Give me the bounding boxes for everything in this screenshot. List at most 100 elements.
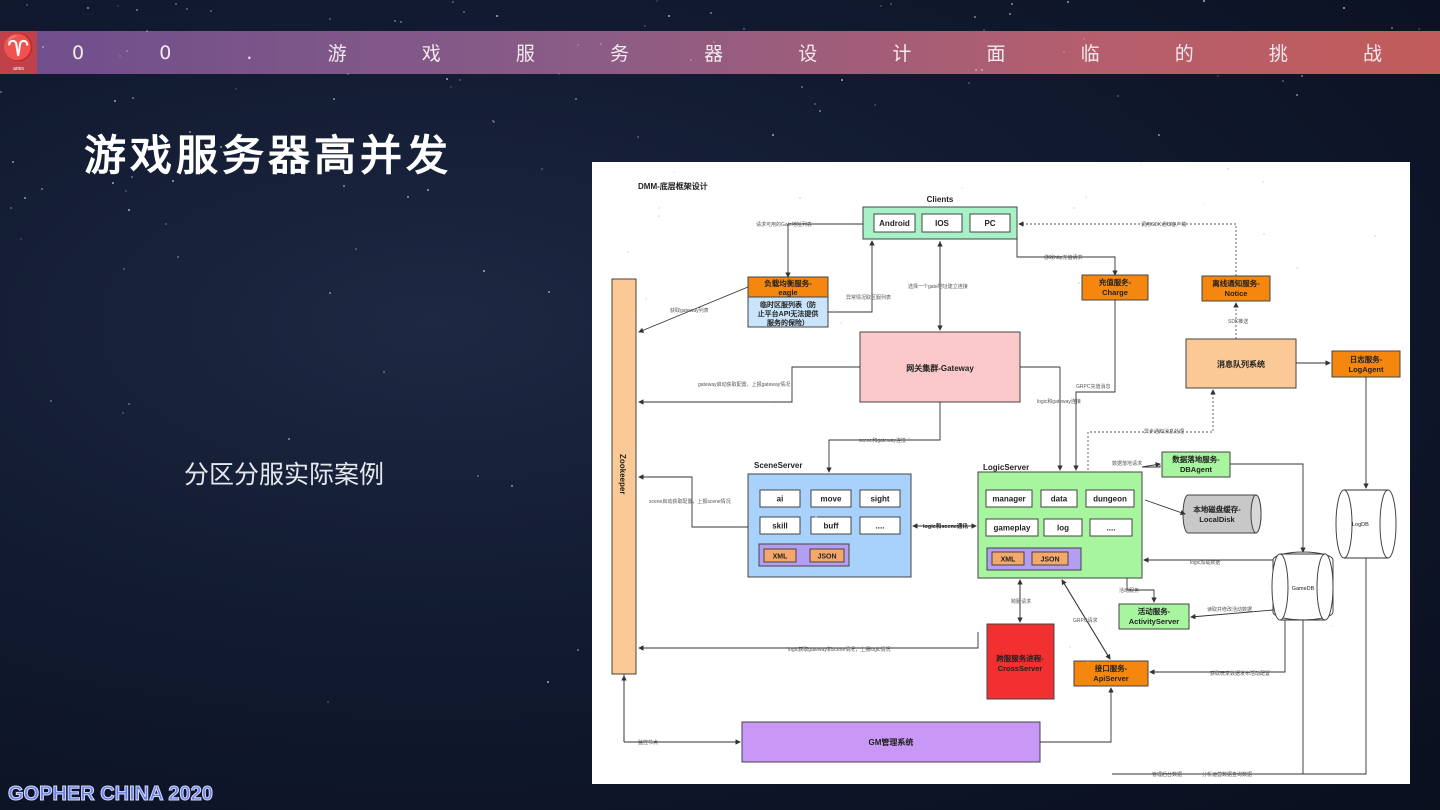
logic-xml-label: XML [1001,557,1017,564]
charge-label-1: 充值服务- [1099,277,1132,287]
gm-label: GM管理系统 [869,737,914,747]
star [1281,80,1284,83]
star [712,40,715,43]
star [1342,7,1345,10]
star [399,20,402,23]
gateway-box [859,331,1021,403]
star [1158,134,1161,137]
star [1202,203,1205,206]
activity-box [1118,603,1190,630]
title-char: . [246,41,253,64]
logic-module-0-label: manager [992,495,1025,504]
star [462,10,465,13]
star [332,97,335,100]
star [383,371,386,374]
title-char: 的 [1174,43,1194,65]
star [1087,660,1090,663]
star [188,131,191,134]
lb-note-1: 临时区服列表（防 [760,300,816,309]
star [10,206,13,209]
star [599,43,602,46]
svg-text:异常情况取区服列表: 异常情况取区服列表 [846,294,891,301]
star [1068,645,1071,648]
star [630,314,633,317]
star [799,196,802,199]
star [1205,361,1208,364]
logic-module-0-box [985,489,1033,508]
star [710,11,713,14]
logic-module-2-label: dungeon [1093,495,1127,504]
svg-text:游戏http充值请求: 游戏http充值请求 [1044,254,1082,261]
diagram-title: DMM-底层框架设计 [638,181,708,191]
star [1391,26,1393,29]
star [327,700,330,703]
mq-box [1185,338,1297,389]
star [841,78,844,81]
star [546,680,549,683]
svg-text:SDK推送: SDK推送 [1228,318,1248,325]
localdisk-cap [1250,494,1262,534]
star [132,97,135,100]
star [880,4,883,7]
star [451,1,454,4]
svg-text:scene启动获取配置，上报scene情况: scene启动获取配置，上报scene情况 [649,498,731,505]
logagent-label-2: LogAgent [1349,365,1384,374]
star [124,189,127,192]
notice-box [1201,275,1271,302]
svg-text:获取玩家数据发布活动配置: 获取玩家数据发布活动配置 [1210,670,1270,677]
client-1-label: IOS [935,219,949,228]
star [644,298,647,301]
star [0,91,3,94]
scene-json-label: JSON [817,554,836,561]
star [394,20,397,23]
star [967,82,970,85]
star [873,103,876,106]
star [219,146,222,149]
activity-label-2: ActivityServer [1129,617,1180,626]
star [121,411,124,414]
mq-label: 消息队列系统 [1217,359,1265,369]
star [450,85,453,88]
notice-label-2: Notice [1225,289,1248,298]
title-char: 临 [1080,43,1100,65]
star [118,55,121,58]
star [210,9,213,12]
client-1-box [921,213,963,233]
star [890,2,893,5]
star [1129,461,1132,464]
star [657,206,660,209]
star [815,516,818,519]
logic-module-5-box [1089,518,1133,537]
star [1125,283,1128,286]
star [1203,0,1206,3]
clients-title: Clients [927,195,954,204]
star [185,8,188,11]
logic-json-label: JSON [1040,557,1059,564]
logagent-box [1331,350,1401,378]
star [445,78,448,81]
star [130,176,133,179]
scene-module-4-label: buff [823,522,838,531]
star [493,121,496,124]
star [174,2,177,5]
star [574,98,577,101]
svg-text:获取gateway列表: 获取gateway列表 [670,307,709,314]
lb-note-box [747,296,829,328]
star [658,215,661,218]
svg-text:请求可用的Gate地址列表: 请求可用的Gate地址列表 [756,221,812,228]
star [1082,37,1085,40]
star [577,649,580,652]
star [1262,233,1265,236]
svg-text:选择一个gate地址建立连接: 选择一个gate地址建立连接 [908,283,968,290]
star [1296,267,1299,270]
star [667,15,670,18]
title-char: 战 [1362,43,1382,65]
svg-text:logic加载数据: logic加载数据 [1190,559,1220,566]
client-2-label: PC [984,219,995,228]
star [328,291,331,294]
svg-text:GRPC充值消息: GRPC充值消息 [1076,383,1110,390]
dbagent-label-1: 数据落地服务- [1172,454,1220,464]
logdb-shape [1335,489,1353,559]
star [135,9,138,12]
title-char: 服 [515,43,535,65]
